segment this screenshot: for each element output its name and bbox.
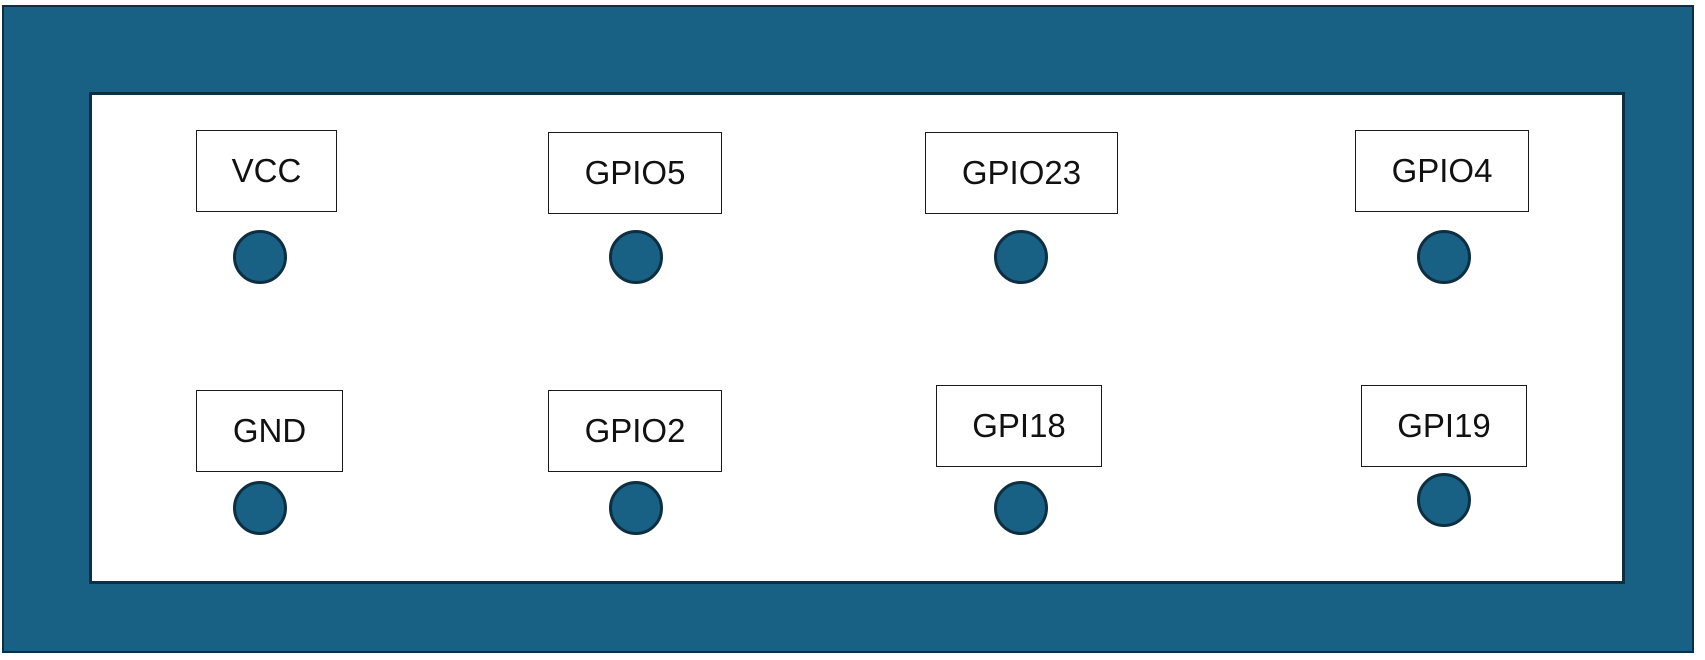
pcb-board (2, 5, 1694, 653)
pin-pad-gpi18[interactable] (994, 481, 1048, 535)
pin-pad-gpio23[interactable] (994, 230, 1048, 284)
pin-pad-gpi19[interactable] (1417, 473, 1471, 527)
pin-label-gpi19: GPI19 (1361, 385, 1527, 467)
pin-label-gpio2: GPIO2 (548, 390, 722, 472)
pin-label-gpio5: GPIO5 (548, 132, 722, 214)
pin-pad-gnd[interactable] (233, 481, 287, 535)
pin-label-gpi18: GPI18 (936, 385, 1102, 467)
pin-label-gpio4: GPIO4 (1355, 130, 1529, 212)
pin-label-gpio23: GPIO23 (925, 132, 1118, 214)
pin-label-gnd: GND (196, 390, 343, 472)
pin-label-vcc: VCC (196, 130, 337, 212)
pin-pad-vcc[interactable] (233, 230, 287, 284)
pin-pad-gpio4[interactable] (1417, 230, 1471, 284)
pin-pad-gpio2[interactable] (609, 481, 663, 535)
pin-pad-gpio5[interactable] (609, 230, 663, 284)
